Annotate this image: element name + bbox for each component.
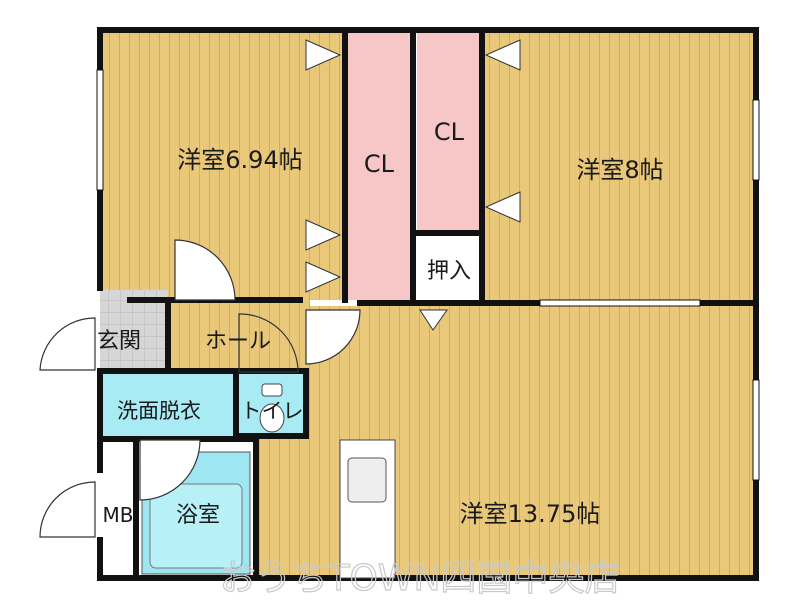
label-toilet: トイレ — [241, 399, 304, 423]
label-closet-left: CL — [364, 150, 395, 178]
label-bathroom: 浴室 — [176, 503, 220, 528]
label-closet-right: CL — [434, 118, 465, 146]
label-western-694: 洋室6.94帖 — [177, 146, 302, 174]
hall-floor — [170, 300, 310, 368]
label-mb: MB — [103, 503, 134, 527]
sink-icon — [347, 457, 387, 503]
label-washroom: 洗面脱衣 — [117, 399, 201, 423]
toilet-icon — [259, 403, 285, 433]
label-hall: ホール — [205, 329, 271, 354]
door-swings — [39, 239, 361, 538]
oshiire-floor — [417, 236, 479, 300]
washroom-floor — [100, 374, 235, 436]
toilet-tank-icon — [261, 383, 283, 397]
closet-left-floor — [345, 30, 412, 300]
room-western-8-floor — [482, 30, 756, 300]
mb-floor — [100, 442, 136, 578]
label-western-8: 洋室8帖 — [576, 156, 663, 184]
closet-doors — [305, 39, 521, 331]
tub-inner — [149, 483, 243, 569]
label-western-1375: 洋室13.75帖 — [460, 500, 601, 528]
closet-right-floor — [417, 30, 479, 230]
watermark: おうちTOWN四国中央店 — [220, 558, 621, 599]
windows — [96, 69, 760, 481]
label-oshiire: 押入 — [427, 259, 471, 284]
label-genkan: 玄関 — [97, 329, 141, 354]
